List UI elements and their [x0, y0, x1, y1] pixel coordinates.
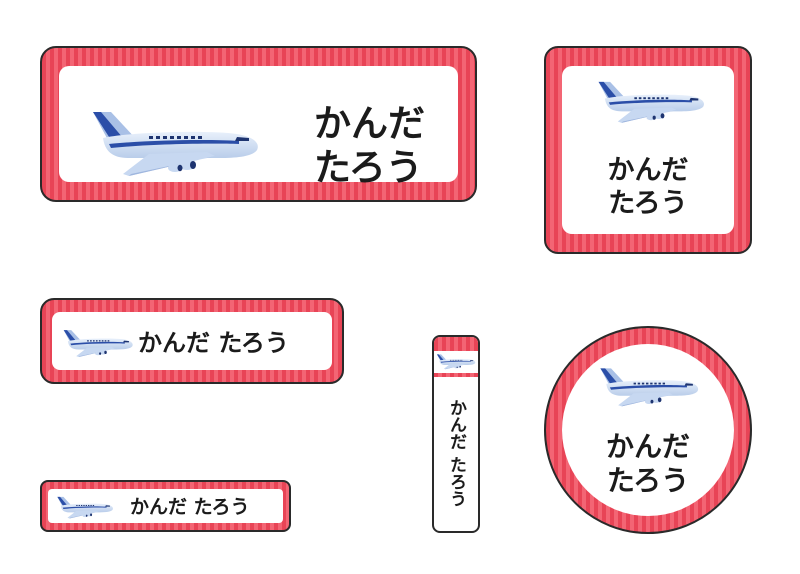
airplane-icon [598, 366, 700, 410]
name-text: かんだ たろう [138, 329, 289, 357]
airplane-icon [56, 496, 114, 520]
name-text: かんだ たろう [562, 154, 734, 220]
label-panel: かんだ たろう [59, 66, 458, 189]
label-top-band [434, 337, 478, 377]
name-label-small: かんだ たろう [40, 480, 291, 532]
airplane-icon [436, 353, 476, 371]
airplane-icon [62, 329, 134, 359]
name-label-round: かんだ たろう [544, 326, 752, 534]
name-text: かんだ たろう [562, 430, 734, 498]
name-label-large: かんだ たろう [40, 46, 477, 202]
name-label-medium: かんだ たろう [40, 298, 344, 384]
name-line-1: かんだ [605, 430, 690, 463]
name-text: かんだ たろう [130, 496, 250, 518]
name-label-square: かんだ たろう [544, 46, 752, 254]
label-panel: かんだ たろう [48, 489, 283, 523]
name-line-2: たろう [314, 146, 423, 189]
label-panel: かんだ たろう [562, 66, 734, 234]
name-text-vertical: かんだ たろう [446, 399, 466, 507]
name-line-1: かんだ [607, 155, 689, 186]
name-line-1: かんだ [314, 102, 425, 145]
name-label-vertical: かんだ たろう [432, 335, 480, 533]
airplane-icon [596, 80, 706, 126]
name-line-2: たろう [608, 188, 688, 219]
name-text: かんだ たろう [314, 102, 425, 190]
name-line-2: たろう [606, 464, 690, 497]
label-panel: かんだ たろう [562, 344, 734, 516]
label-panel: かんだ たろう [52, 312, 332, 370]
airplane-icon [89, 110, 261, 180]
